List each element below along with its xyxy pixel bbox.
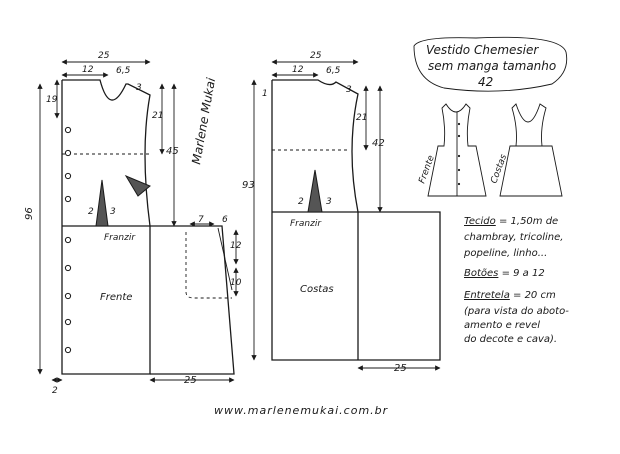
front-buttons <box>64 126 72 354</box>
front-total-length: 96 <box>24 207 35 220</box>
front-outline <box>61 79 151 375</box>
front-pocket-h1: 12 <box>230 241 242 251</box>
front-waist-dart <box>95 179 109 227</box>
back-armhole-depth: 21 <box>356 113 367 123</box>
front-shoulder: 6,5 <box>116 66 131 76</box>
designer-signature: Marlene Mukai <box>189 76 218 166</box>
entretela-line-4: do decote e cava). <box>464 334 557 345</box>
materials-notes: Tecido = 1,50m de chambray, tricoline, p… <box>463 216 569 345</box>
front-button-ext: 2 <box>52 386 58 396</box>
back-dart-b: 3 <box>326 197 332 207</box>
back-neck-width: 12 <box>292 65 304 75</box>
front-franzir-label: Franzir <box>104 233 136 243</box>
front-piece-label: Frente <box>100 292 132 303</box>
front-shoulder-drop: 3 <box>136 83 142 93</box>
back-neck-depth: 1 <box>262 89 268 99</box>
front-skirt-outline <box>62 225 235 375</box>
button-marker <box>64 264 72 272</box>
button-marker <box>64 236 72 244</box>
title-line-3: 42 <box>478 75 493 89</box>
front-pocket <box>185 232 232 299</box>
front-bust-to-waist: 45 <box>166 146 179 157</box>
front-armhole-depth: 21 <box>152 111 163 121</box>
front-side-dart <box>124 174 151 197</box>
front-pattern-piece: 25 12 6,5 3 19 21 45 96 25 2 7 6 12 10 2… <box>24 51 242 396</box>
back-hem-half: 25 <box>394 363 407 374</box>
entretela-value: = 20 cm <box>513 290 556 301</box>
back-shoulder-drop: 3 <box>346 85 352 95</box>
tecido-label: Tecido <box>464 216 496 227</box>
tecido-value: = 1,50m de <box>499 216 558 227</box>
front-pocket-top: 6 <box>222 215 228 225</box>
button-marker <box>64 172 72 180</box>
dress-sketch-back: Costas <box>489 103 563 197</box>
title-line-1: Vestido Chemesier <box>426 43 539 57</box>
button-marker <box>64 292 72 300</box>
front-pocket-h2: 10 <box>230 278 242 288</box>
back-total-length: 93 <box>242 180 255 191</box>
title-block: Vestido Chemesier sem manga tamanho 42 <box>413 36 568 92</box>
entretela-line-3: amento e revel <box>464 320 540 331</box>
front-hem-half: 25 <box>184 375 197 386</box>
front-dart-b: 3 <box>110 207 116 217</box>
button-marker <box>64 126 72 134</box>
back-pattern-piece: 25 12 6,5 3 1 21 42 93 25 2 3 Franzir Co… <box>242 51 441 374</box>
front-dart-a: 2 <box>88 207 94 217</box>
back-waist-dart <box>307 169 323 213</box>
back-dart-a: 2 <box>298 197 304 207</box>
front-neck-depth: 19 <box>46 95 58 105</box>
back-shoulder: 6,5 <box>326 66 341 76</box>
entretela-line-2: (para vista do aboto- <box>464 306 569 317</box>
front-top-width: 25 <box>98 51 110 61</box>
svg-text:Botões = 9 a 12: Botões = 9 a 12 <box>464 268 545 279</box>
svg-text:Tecido = 1,50m de: Tecido = 1,50m de <box>464 216 558 227</box>
front-pocket-width: 7 <box>198 215 204 225</box>
back-top-width: 25 <box>310 51 322 61</box>
website-url: www.marlenemukai.com.br <box>214 404 389 417</box>
botoes-value: = 9 a 12 <box>502 268 545 279</box>
back-piece-label: Costas <box>300 284 334 295</box>
svg-text:Entretela = 20 cm: Entretela = 20 cm <box>464 290 556 301</box>
botoes-label: Botões <box>464 268 498 279</box>
button-marker <box>64 346 72 354</box>
tecido-line-2: chambray, tricoline, <box>464 232 563 243</box>
back-franzir-label: Franzir <box>290 219 322 229</box>
button-marker <box>64 149 72 157</box>
button-marker <box>64 318 72 326</box>
back-bust-to-waist: 42 <box>372 138 385 149</box>
tecido-line-3: popeline, linho... <box>463 248 547 259</box>
dress-sketch-front: Frente <box>417 103 487 197</box>
back-outline <box>271 79 441 361</box>
front-pocket-edge <box>217 227 233 291</box>
front-neck-width: 12 <box>82 65 94 75</box>
button-marker <box>64 195 72 203</box>
title-line-2: sem manga tamanho <box>428 59 556 73</box>
title-bubble <box>413 36 568 92</box>
entretela-label: Entretela <box>464 290 510 301</box>
